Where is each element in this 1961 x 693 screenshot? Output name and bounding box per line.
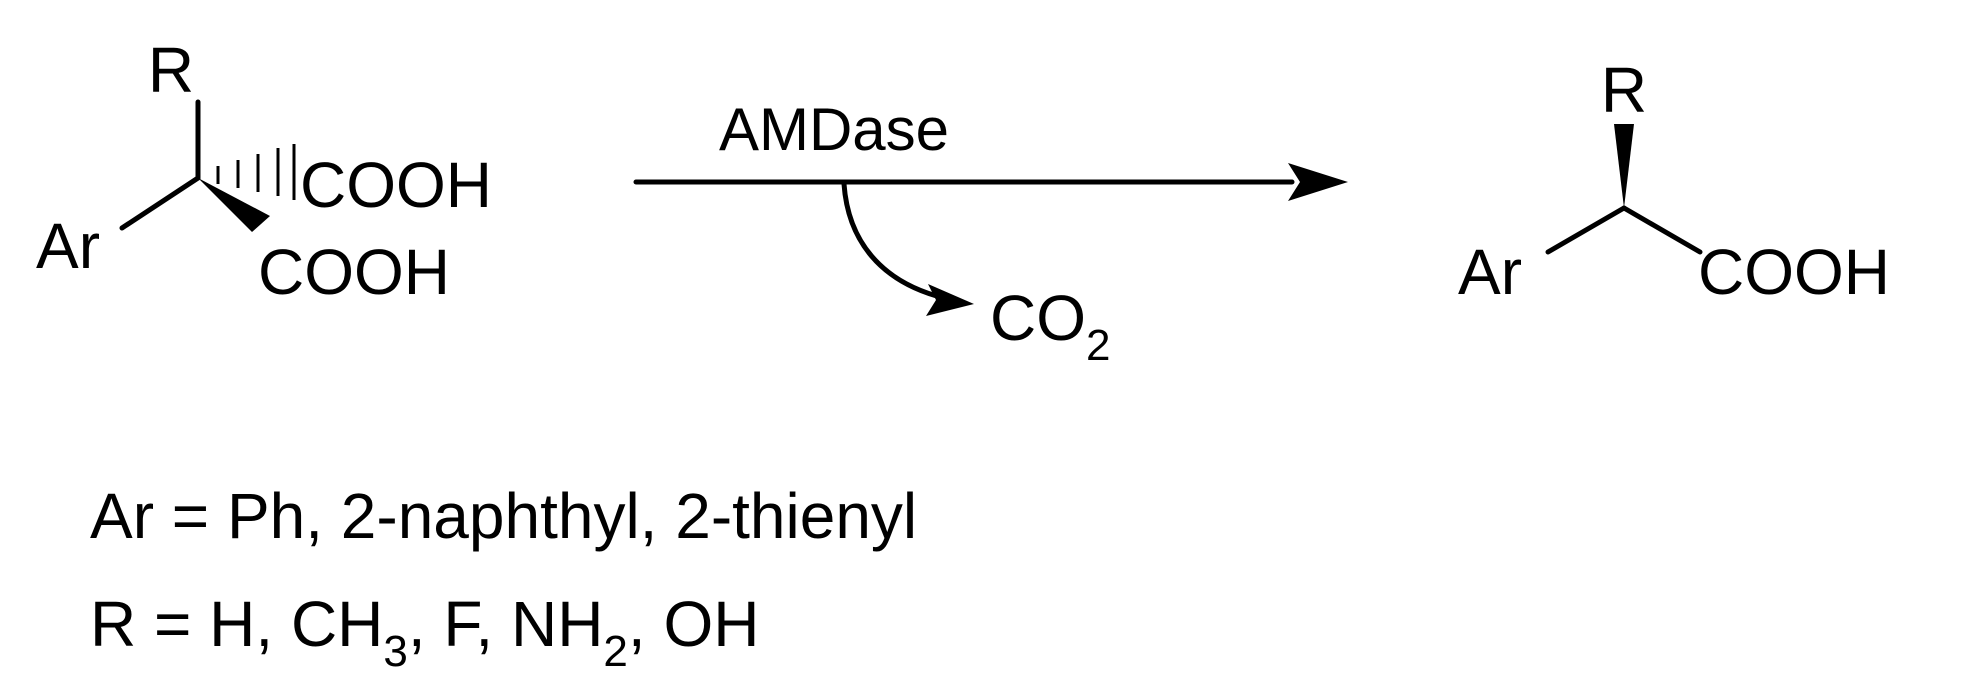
- product-bond-ar: [1545, 205, 1627, 255]
- product-ar-label: Ar: [1458, 236, 1522, 308]
- reactant-ar-label: Ar: [36, 210, 100, 282]
- r-definition: R = H, CH3, F, NH2, OH: [90, 588, 759, 676]
- product-structure: R Ar COOH: [1458, 54, 1890, 308]
- ar-definition: Ar = Ph, 2-naphthyl, 2-thienyl: [90, 480, 917, 552]
- product-cooh-label: COOH: [1698, 236, 1890, 308]
- product-r-label: R: [1601, 54, 1647, 126]
- enzyme-label: AMDase: [719, 96, 949, 163]
- co2-release-curve: [841, 181, 947, 301]
- product-solid-wedge: [1614, 124, 1634, 208]
- reactant-solid-wedge: [198, 178, 270, 232]
- reactant-r-label: R: [148, 34, 194, 106]
- co2-label: CO2: [990, 282, 1110, 370]
- reactant-cooh-top: COOH: [300, 149, 492, 221]
- arrow-head: [1288, 163, 1348, 201]
- reactant-cooh-bottom: COOH: [258, 236, 450, 308]
- reactant-hashed-wedge: [216, 144, 296, 200]
- substituent-definitions: Ar = Ph, 2-naphthyl, 2-thienyl R = H, CH…: [90, 480, 917, 676]
- reactant-bond-ar: [119, 175, 201, 231]
- reaction-arrow: AMDase CO2: [633, 96, 1348, 370]
- product-bond-cooh: [1621, 205, 1703, 255]
- reactant-structure: R Ar COOH COOH: [36, 34, 492, 308]
- co2-release-arrowhead: [926, 284, 974, 316]
